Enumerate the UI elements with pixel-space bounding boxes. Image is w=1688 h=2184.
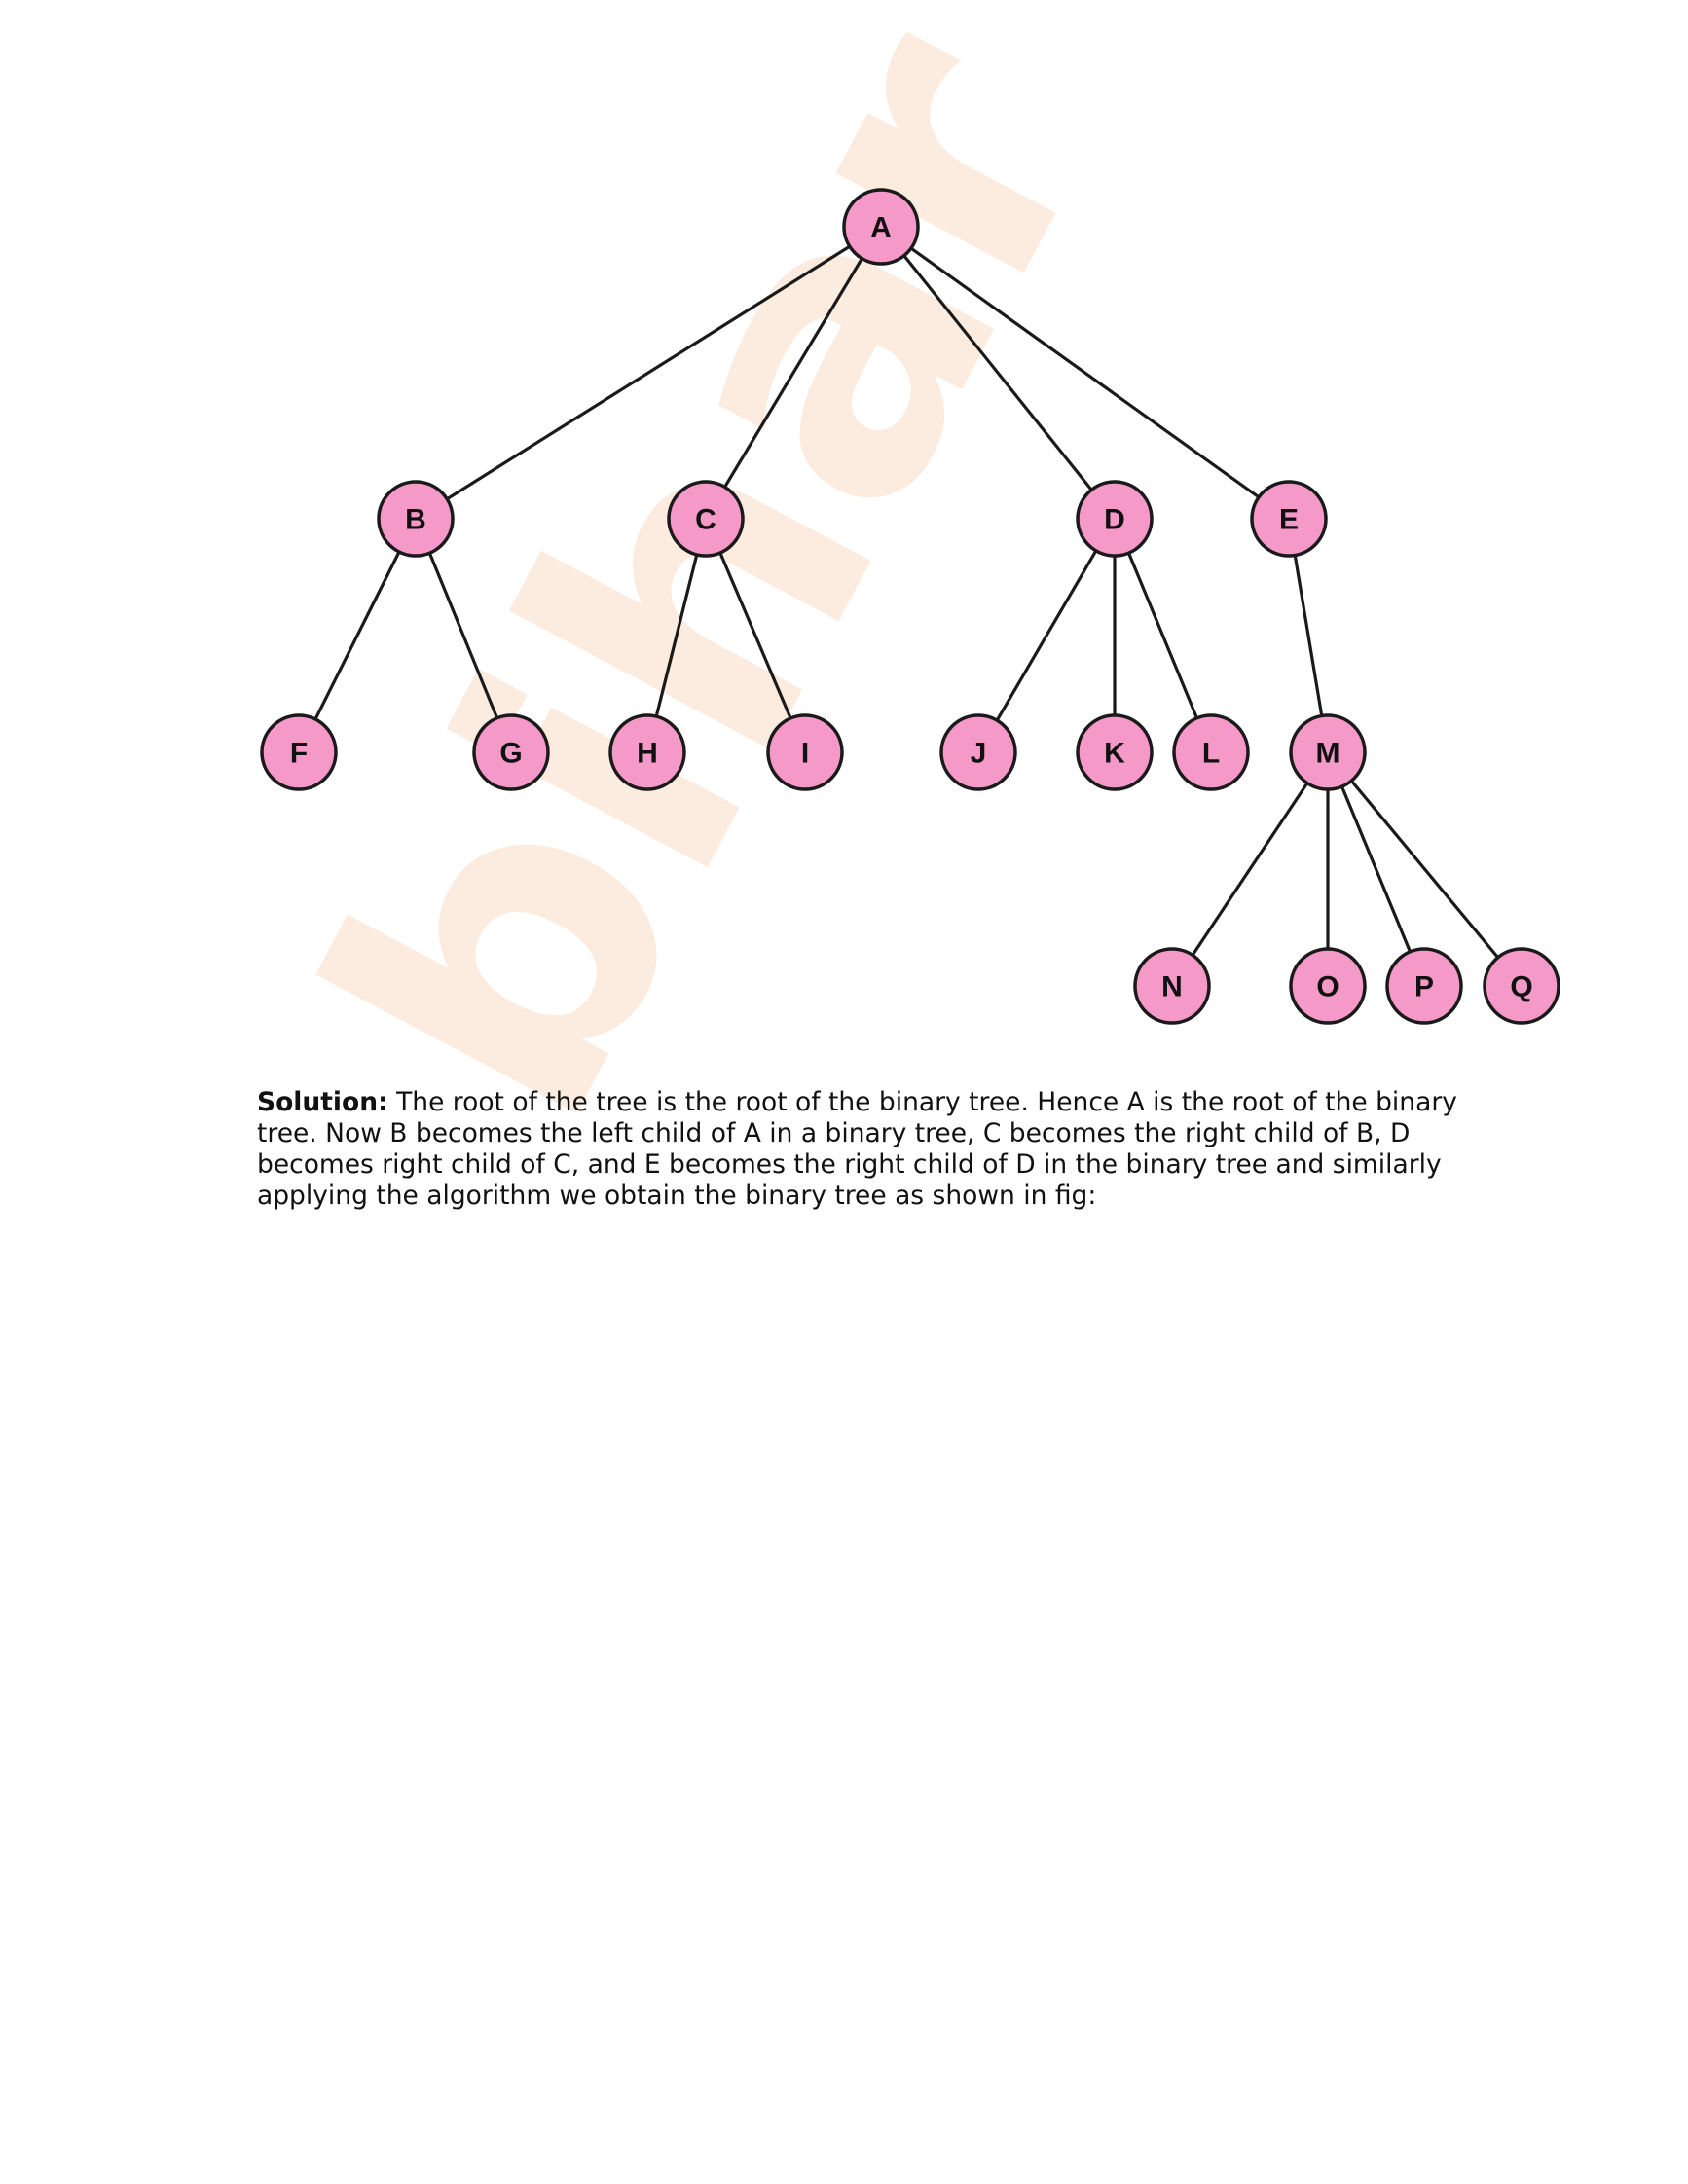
node-a: A [842, 188, 920, 266]
node-circle [1289, 713, 1367, 791]
node-circle [260, 713, 338, 791]
node-label: E [1279, 504, 1299, 536]
node-label: J [971, 738, 987, 770]
node-circle [377, 480, 455, 558]
node-label: O [1316, 971, 1339, 1003]
node-h: H [608, 713, 686, 791]
node-d: D [1076, 480, 1154, 558]
node-f: F [260, 713, 338, 791]
node-n: N [1133, 947, 1211, 1025]
node-circle [766, 713, 844, 791]
node-label: F [290, 738, 308, 770]
node-label: L [1202, 738, 1220, 770]
node-k: K [1076, 713, 1154, 791]
node-l: L [1172, 713, 1250, 791]
node-label: I [801, 738, 809, 770]
node-q: Q [1483, 947, 1560, 1025]
node-label: M [1316, 738, 1340, 770]
solution-text: The root of the tree is the root of the … [257, 1086, 1457, 1211]
solution-label: Solution: [257, 1086, 388, 1117]
node-label: H [637, 738, 658, 770]
node-label: N [1161, 971, 1183, 1003]
node-j: J [939, 713, 1017, 791]
solution-paragraph: Solution: The root of the tree is the ro… [257, 1087, 1484, 1212]
node-circle [1250, 480, 1328, 558]
node-label: P [1414, 971, 1434, 1003]
edge-e-m [1287, 518, 1330, 753]
edge-c-h [645, 518, 708, 753]
edge-m-p [1326, 751, 1426, 987]
edge-a-b [415, 225, 882, 521]
node-circle [1289, 947, 1367, 1025]
node-circle [1172, 713, 1250, 791]
tree-diagram: A B C D E F G H I J K L M N O P Q [260, 188, 1560, 1025]
edge-a-d [879, 226, 1117, 520]
edge-b-g [414, 518, 513, 753]
node-circle [939, 713, 1017, 791]
node-circle [472, 713, 550, 791]
node-circle [1385, 947, 1463, 1025]
tree-nodes: A B C D E F G H I J K L M N O P Q [260, 188, 1560, 1025]
tree-edges [297, 225, 1523, 988]
node-p: P [1385, 947, 1463, 1025]
edge-b-f [297, 518, 418, 753]
node-circle [1483, 947, 1560, 1025]
node-label: D [1104, 504, 1125, 536]
node-circle [667, 480, 745, 558]
edge-d-l [1113, 518, 1213, 753]
node-o: O [1289, 947, 1367, 1025]
node-label: B [405, 504, 426, 536]
node-label: Q [1510, 971, 1532, 1003]
node-i: I [766, 713, 844, 791]
node-e: E [1250, 480, 1328, 558]
node-circle [608, 713, 686, 791]
node-circle [842, 188, 920, 266]
edge-m-q [1326, 750, 1523, 988]
node-g: G [472, 713, 550, 791]
edge-a-e [880, 225, 1290, 521]
node-b: B [377, 480, 455, 558]
node-circle [1076, 713, 1154, 791]
node-circle [1076, 480, 1154, 558]
node-m: M [1289, 713, 1367, 791]
edge-c-i [704, 518, 807, 753]
edge-a-c [704, 226, 883, 520]
node-c: C [667, 480, 745, 558]
node-label: K [1104, 738, 1125, 770]
node-label: C [695, 504, 716, 536]
node-circle [1133, 947, 1211, 1025]
node-label: A [870, 212, 892, 244]
edge-m-n [1170, 751, 1330, 987]
node-label: G [499, 738, 522, 770]
edge-d-j [976, 518, 1117, 753]
